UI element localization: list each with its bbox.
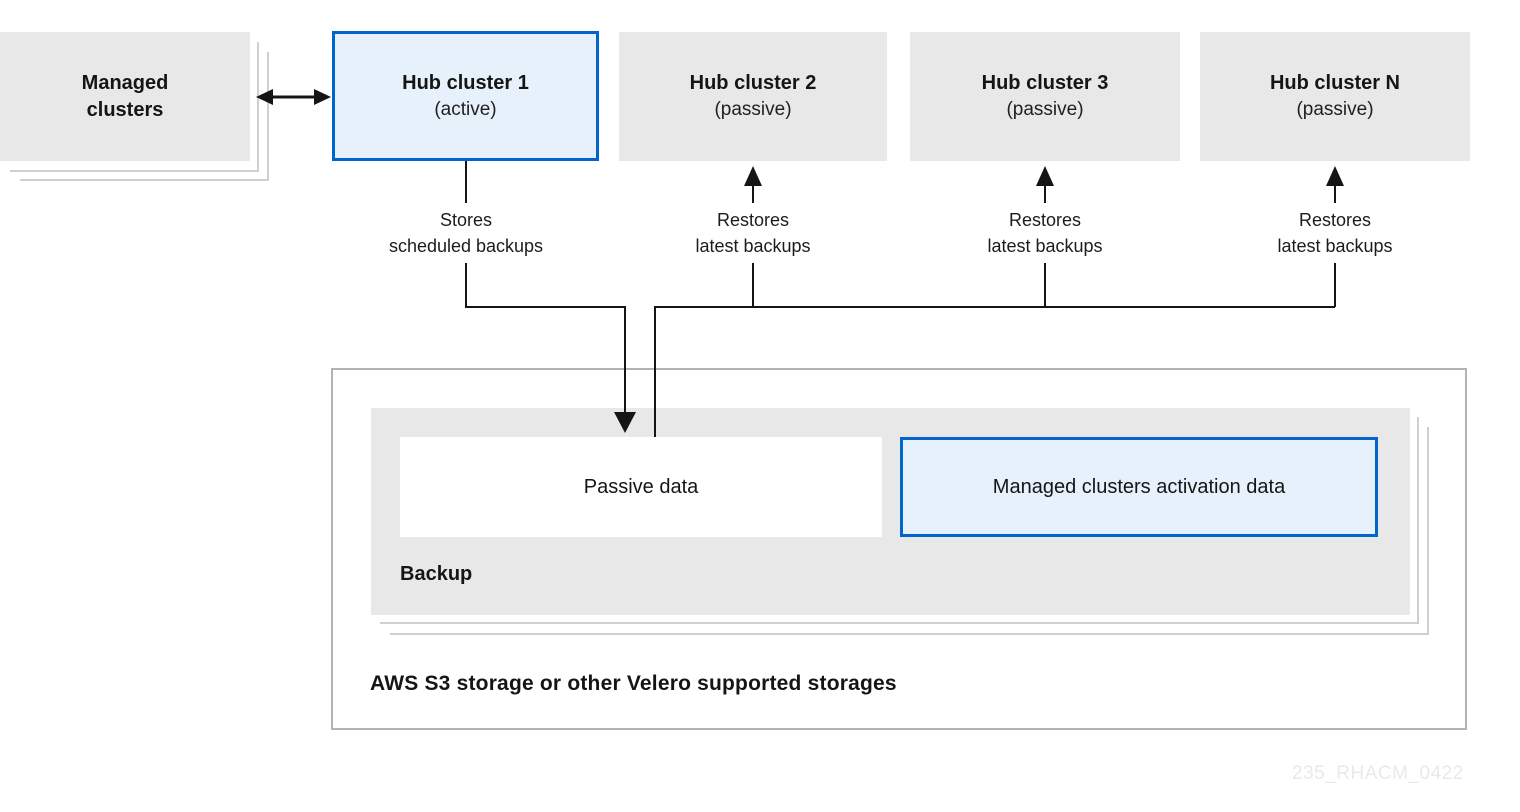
restores-latest-backups-label-3: Restores latest backups — [925, 207, 1165, 259]
hub-cluster-n-label: Hub cluster N — [1269, 72, 1401, 94]
passive-data-label: Passive data — [583, 475, 699, 498]
restores-label-line2: latest backups — [1277, 236, 1393, 256]
stores-label-line2: scheduled backups — [388, 236, 544, 256]
watermark-text: 235_RHACM_0422 — [1292, 763, 1464, 784]
managed-clusters-label-line1: Managed — [81, 71, 169, 94]
hub-cluster-3-state: (passive) — [1006, 99, 1084, 120]
hub-cluster-2-label: Hub cluster 2 — [689, 72, 817, 94]
up-arrow-head-hub3 — [1036, 166, 1054, 186]
backup-label: Backup — [400, 563, 473, 585]
hub-cluster-1-state: (active) — [434, 98, 497, 120]
hub-cluster-1-label: Hub cluster 1 — [402, 71, 529, 94]
restores-label-line2: latest backups — [695, 236, 811, 256]
managed-clusters-label-line2: clusters — [86, 98, 164, 121]
restores-label-line2: latest backups — [987, 236, 1103, 256]
hub-cluster-n-box: Hub cluster N (passive) — [1200, 32, 1470, 161]
stores-scheduled-backups-label: Stores scheduled backups — [346, 207, 586, 259]
hub-cluster-1-box: Hub cluster 1 (active) — [332, 31, 599, 161]
hub-cluster-2-box: Hub cluster 2 (passive) — [619, 32, 887, 161]
bidirectional-arrow-left-head — [256, 89, 273, 105]
bidirectional-arrow-right-head — [314, 89, 331, 105]
storage-title: AWS S3 storage or other Velero supported… — [370, 672, 897, 695]
passive-data-box: Passive data — [400, 437, 882, 537]
managed-clusters-activation-data-box: Managed clusters activation data — [900, 437, 1378, 537]
hub-cluster-n-state: (passive) — [1296, 99, 1374, 120]
restores-latest-backups-label-n: Restores latest backups — [1215, 207, 1455, 259]
restores-label-line1: Restores — [1298, 210, 1372, 230]
hub-cluster-2-state: (passive) — [714, 99, 792, 120]
up-arrow-head-hubn — [1326, 166, 1344, 186]
up-arrow-head-hub2 — [744, 166, 762, 186]
activation-data-label: Managed clusters activation data — [992, 475, 1286, 498]
restores-latest-backups-label-2: Restores latest backups — [633, 207, 873, 259]
hub-cluster-3-label: Hub cluster 3 — [981, 72, 1109, 94]
stores-label-line1: Stores — [439, 210, 493, 230]
restores-label-line1: Restores — [1008, 210, 1082, 230]
managed-clusters-box: Managed clusters — [0, 32, 250, 161]
hub-cluster-3-box: Hub cluster 3 (passive) — [910, 32, 1180, 161]
restores-label-line1: Restores — [716, 210, 790, 230]
